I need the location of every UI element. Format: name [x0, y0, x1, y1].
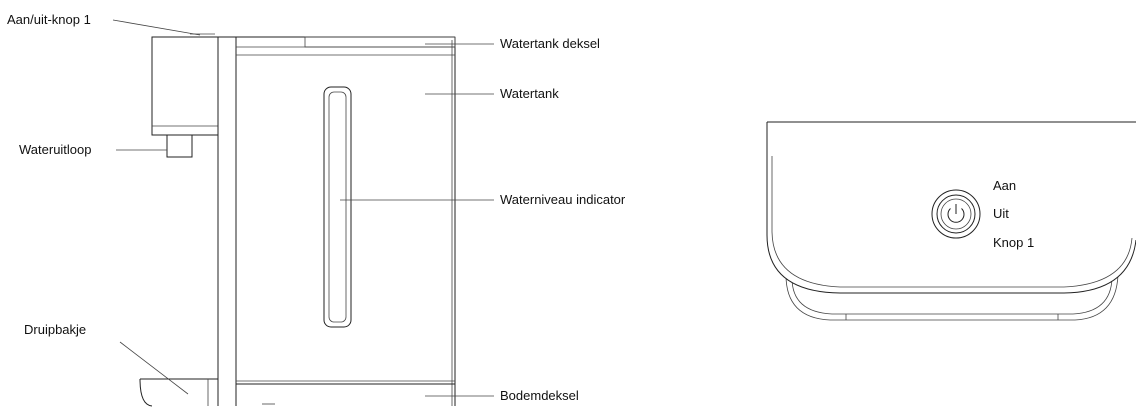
button-label-off: Uit — [993, 206, 1009, 221]
label-water-outlet: Wateruitloop — [19, 142, 92, 157]
label-tank-lid: Watertank deksel — [500, 36, 600, 51]
tank-lid-part — [304, 36, 456, 48]
power-button-icon[interactable] — [931, 189, 981, 239]
callout-lines — [112, 19, 494, 397]
dispenser-head — [151, 36, 219, 136]
button-label-on: Aan — [993, 178, 1016, 193]
water-outlet-nozzle — [166, 134, 193, 158]
water-level-window — [323, 86, 352, 328]
side-view-appliance — [139, 33, 456, 407]
drip-tray-part — [139, 378, 218, 407]
label-water-tank: Watertank — [500, 86, 559, 101]
label-power-button: Aan/uit-knop 1 — [7, 12, 91, 27]
button-label-button-1: Knop 1 — [993, 235, 1034, 250]
label-drip-tray: Druipbakje — [24, 322, 86, 337]
top-view-appliance — [766, 121, 1136, 321]
label-bottom-cover: Bodemdeksel — [500, 388, 579, 403]
label-level-indicator: Waterniveau indicator — [500, 192, 626, 207]
